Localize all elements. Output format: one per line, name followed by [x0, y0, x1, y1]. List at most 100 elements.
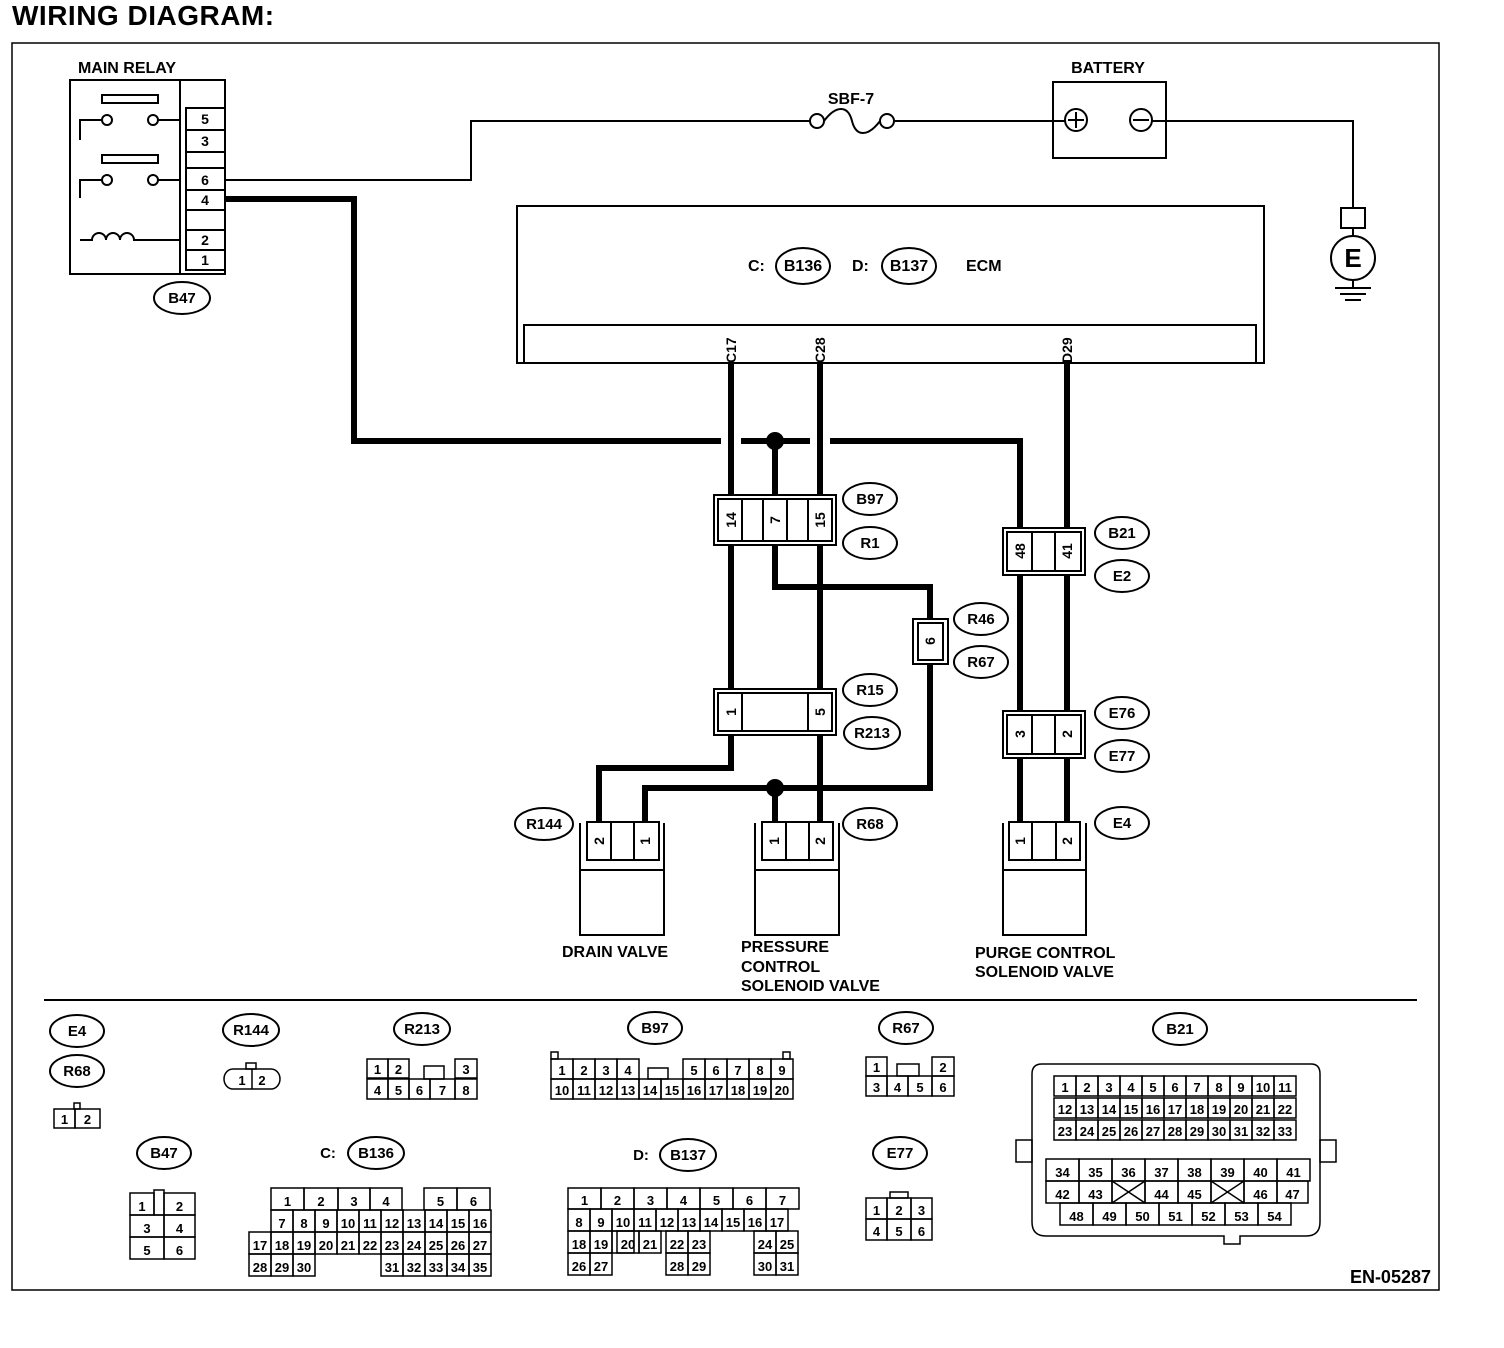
legend-pin-number: 2 [84, 1112, 91, 1127]
connector-outline [647, 1067, 669, 1080]
pin-e4-1: 1 [1012, 837, 1028, 845]
pin-b97-14: 14 [723, 512, 739, 528]
connector-outline [896, 1063, 920, 1077]
legend-pin-number: 19 [753, 1083, 767, 1098]
ecm-conn-d-id: B137 [890, 258, 928, 275]
pin-e4-2: 2 [1059, 837, 1075, 845]
pin-b97-15: 15 [812, 512, 828, 528]
legend-pin-number: 43 [1088, 1187, 1102, 1202]
legend-pin-cell [775, 1252, 799, 1276]
relay-pin: 1 [201, 252, 209, 268]
ecm-terminal-labels: C17 C28 D29 [723, 337, 1075, 363]
legend-pin-number: 10 [555, 1083, 569, 1098]
power-wires [225, 120, 1354, 208]
legend-pin-number: 16 [473, 1216, 487, 1231]
legend-pin-number: 10 [1256, 1080, 1270, 1095]
legend-pin-number: 25 [1102, 1124, 1116, 1139]
conn-id-e76: E76 [1109, 705, 1136, 722]
legend-pin-number: 5 [1149, 1080, 1156, 1095]
legend-pin-number: 4 [1127, 1080, 1135, 1095]
legend-pin-number: 4 [382, 1194, 390, 1209]
legend-pin-number: 1 [238, 1073, 245, 1088]
legend-pin-number: 39 [1220, 1165, 1234, 1180]
legend-pin-number: 14 [643, 1083, 658, 1098]
ecm-conn-c-prefix: C: [748, 258, 765, 275]
battery-label: BATTERY [1071, 60, 1145, 77]
legend-pin-number: 23 [385, 1238, 399, 1253]
legend-labels: E4 R68 R144 R213 B97 R67 B21 B47 C: B136… [63, 1020, 1194, 1164]
legend-pin-number: 6 [918, 1224, 925, 1239]
connector-outline [550, 1051, 559, 1060]
pin-r15-1: 1 [723, 708, 739, 716]
legend-pin-number: 9 [597, 1215, 604, 1230]
legend-pin-number: 32 [407, 1260, 421, 1275]
legend-pin-number: 42 [1055, 1187, 1069, 1202]
legend-pin-number: 36 [1121, 1165, 1135, 1180]
relay-pin: 4 [201, 192, 209, 208]
connector-outline [1319, 1139, 1337, 1163]
pin-b97-7: 7 [767, 516, 783, 524]
legend-pin-number: 12 [599, 1083, 613, 1098]
legend-pin-number: 6 [470, 1194, 477, 1209]
b21-connector-outline [1031, 1063, 1321, 1245]
legend-pin-number: 51 [1168, 1209, 1182, 1224]
legend-pin-number: 1 [1061, 1080, 1068, 1095]
legend-pin-number: 46 [1253, 1187, 1267, 1202]
connector-mark [1210, 1180, 1245, 1204]
legend-b137: B137 [670, 1147, 706, 1164]
legend-pin-cell [1273, 1097, 1297, 1119]
legend-pin-number: 4 [873, 1224, 881, 1239]
harness-wires [225, 196, 1070, 823]
ecm-label: ECM [966, 258, 1002, 275]
pin-r68-1: 1 [766, 837, 782, 845]
legend-r213: R213 [404, 1021, 440, 1038]
legend-pin-number: 16 [748, 1215, 762, 1230]
connector-r15-r213 [713, 688, 837, 736]
legend-pin-number: 15 [1124, 1102, 1138, 1117]
legend-pin-number: 44 [1154, 1187, 1169, 1202]
legend-pin-number: 26 [572, 1259, 586, 1274]
legend-pin-number: 12 [385, 1216, 399, 1231]
legend-pin-number: 14 [1102, 1102, 1117, 1117]
legend-pin-number: 20 [1234, 1102, 1248, 1117]
conn-id-e77: E77 [1109, 748, 1136, 765]
legend-pin-number: 38 [1187, 1165, 1201, 1180]
legend-pin-number: 9 [322, 1216, 329, 1231]
pin-e76-3: 3 [1012, 730, 1028, 738]
legend-pin-number: 11 [638, 1215, 652, 1230]
legend-pin-number: 26 [1124, 1124, 1138, 1139]
pin-r46-6: 6 [922, 637, 938, 645]
legend-pin-number: 20 [775, 1083, 789, 1098]
legend-pin-number: 15 [665, 1083, 679, 1098]
legend-pin-number: 18 [731, 1083, 745, 1098]
legend-pin-number: 4 [894, 1080, 902, 1095]
connector-r46-r67 [912, 618, 949, 665]
ecm-terminal-c17: C17 [723, 337, 739, 363]
conn-id-r144: R144 [526, 816, 563, 833]
conn-id-r15: R15 [856, 682, 884, 699]
legend-pin-cell [454, 1078, 478, 1100]
legend-pin-number: 4 [624, 1063, 632, 1078]
legend-pin-number: 9 [778, 1063, 785, 1078]
legend-pin-number: 11 [363, 1216, 377, 1231]
connector-outline [245, 1062, 257, 1070]
legend-pin-number: 1 [138, 1199, 145, 1214]
legend-pin-number: 8 [756, 1063, 763, 1078]
legend-pin-number: 3 [602, 1063, 609, 1078]
legend-pin-number: 3 [647, 1193, 654, 1208]
legend-pin-number: 47 [1285, 1187, 1299, 1202]
legend-pin-number: 7 [439, 1083, 446, 1098]
legend-pin-number: 25 [780, 1237, 794, 1252]
connector-b97-r1 [713, 494, 837, 546]
legend-pin-number: 8 [300, 1216, 307, 1231]
legend-pin-number: 5 [690, 1063, 697, 1078]
purge-control-solenoid-valve [1002, 821, 1087, 936]
legend-pin-number: 1 [873, 1203, 880, 1218]
legend-pin-number: 26 [451, 1238, 465, 1253]
legend-pin-number: 2 [895, 1203, 902, 1218]
legend-pin-number: 29 [275, 1260, 289, 1275]
legend-pin-number: 19 [1212, 1102, 1226, 1117]
legend-pin-number: 2 [580, 1063, 587, 1078]
legend-pin-number: 8 [575, 1215, 582, 1230]
legend-pin-number: 12 [660, 1215, 674, 1230]
